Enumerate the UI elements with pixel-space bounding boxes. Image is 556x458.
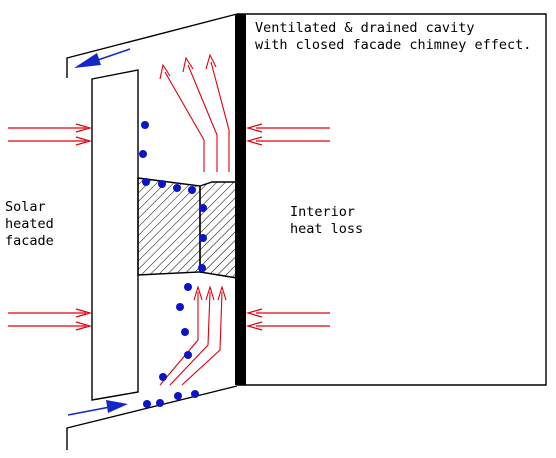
air-flow-arrow-top — [74, 48, 131, 68]
interior-room-outline — [237, 13, 547, 386]
caption-line-2: with closed facade chimney effect. — [255, 37, 532, 53]
outer-facade-bottom-edge — [66, 385, 238, 450]
solar-facade-label-line-3: facade — [5, 233, 54, 249]
interior-heat-loss-label: Interior heat loss — [290, 204, 363, 238]
solar-facade-label-line-2: heated — [5, 216, 54, 232]
heat-arrow-right-lower — [245, 308, 330, 331]
interior-heat-loss-line-2: heat loss — [290, 221, 364, 237]
heat-arrow-right-upper — [245, 123, 330, 146]
rising-heat-arrows-lower — [159, 285, 227, 386]
heat-arrow-left-lower — [8, 308, 93, 331]
solar-facade-label: Solar heated facade — [5, 199, 54, 250]
solar-facade-panel — [91, 69, 139, 401]
outer-facade-top-edge — [66, 13, 238, 78]
rising-heat-arrows-upper — [159, 53, 230, 172]
diagram-caption: Ventilated & drained cavity with closed … — [255, 20, 531, 54]
interior-heat-loss-line-1: Interior — [290, 204, 356, 220]
wall-connector-block — [199, 181, 238, 279]
caption-line-1: Ventilated & drained cavity — [255, 20, 475, 36]
inner-wall — [235, 14, 246, 385]
heat-arrow-left-upper — [8, 123, 93, 146]
air-flow-arrow-bottom — [67, 400, 128, 416]
air-particles — [139, 121, 207, 408]
solar-facade-label-line-1: Solar — [5, 199, 46, 215]
